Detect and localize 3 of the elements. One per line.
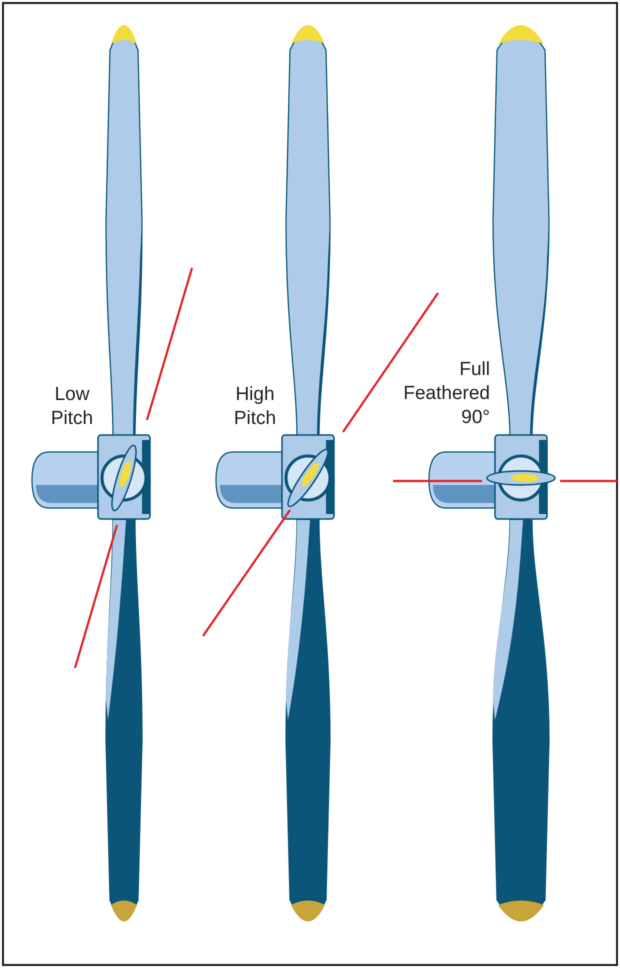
pitch-label: High Pitch [232,383,278,431]
pitch-label: Full Feathered 90° [402,358,490,430]
pitch-label: Low Pitch [50,383,94,431]
